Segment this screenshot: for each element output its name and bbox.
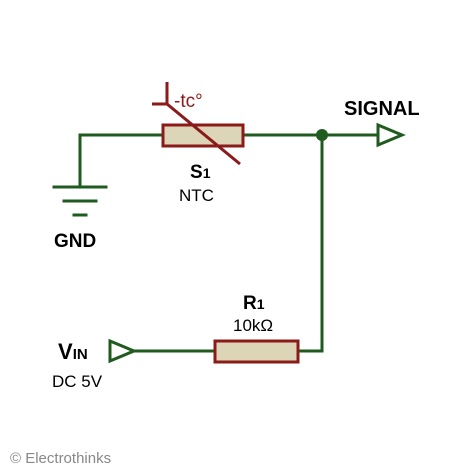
ground-symbol-icon (52, 185, 108, 217)
signal-label: SIGNAL (344, 98, 420, 120)
thermistor-ref-main: S (190, 162, 203, 183)
thermistor-ref-label: S1 (190, 162, 211, 183)
resistor-ref-sub: 1 (257, 296, 265, 312)
thermistor-coeff-label: -tc° (174, 91, 203, 112)
resistor-r1-body (213, 339, 300, 364)
resistor-ref-main: R (243, 293, 257, 314)
gnd-label: GND (54, 231, 96, 252)
watermark: © Electrothinks (10, 450, 111, 467)
vin-value-label: DC 5V (52, 372, 103, 391)
junction-dot-icon (316, 129, 328, 141)
vin-label: VIN (58, 339, 88, 364)
vin-sub: IN (73, 346, 88, 363)
wire-gnd-to-thermistor (78, 133, 165, 187)
thermistor-ref-sub: 1 (203, 165, 211, 181)
resistor-value-label: 10kΩ (233, 316, 273, 335)
thermistor-type-label: NTC (179, 186, 214, 205)
wire-junction-to-resistor (296, 133, 324, 353)
vin-main: V (58, 339, 73, 364)
thermistor-s1 (152, 82, 245, 166)
wires (78, 133, 380, 353)
resistor-ref-label: R1 (243, 293, 265, 314)
output-port-arrow-icon (376, 122, 406, 148)
input-port-arrow-icon (108, 338, 138, 364)
